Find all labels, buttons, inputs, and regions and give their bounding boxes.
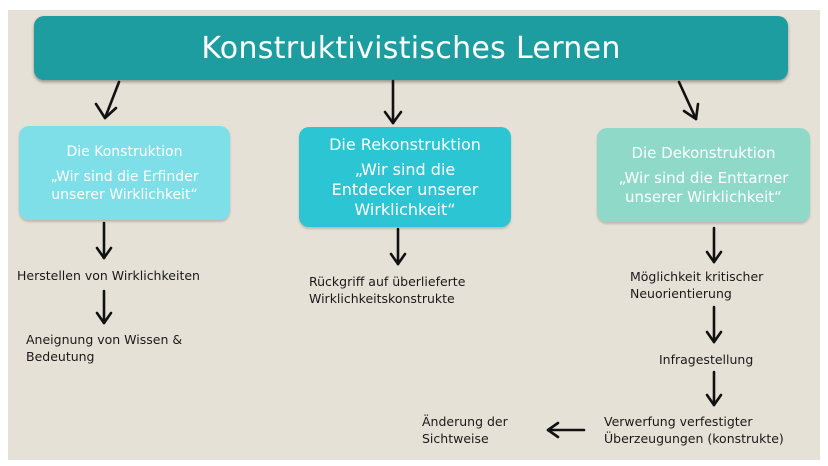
- slide-background: [8, 10, 820, 460]
- konstruktion-box: Die Konstruktion „Wir sind die Erfinder …: [19, 126, 230, 220]
- konstruktion-heading: Die Konstruktion: [66, 144, 183, 160]
- outcome-text: Änderung der Sichtweise: [422, 414, 508, 446]
- dekonstruktion-box: Die Dekonstruktion „Wir sind die Enttarn…: [597, 128, 810, 222]
- rekonstruktion-quote: „Wir sind die Entdecker unserer Wirklich…: [331, 160, 479, 219]
- rekonstruktion-step-1: Rückgriff auf überlieferte Wirklichkeits…: [309, 274, 466, 306]
- konstruktion-step-1: Herstellen von Wirklichkeiten: [17, 268, 200, 283]
- dekonstruktion-heading: Die Dekonstruktion: [631, 144, 776, 162]
- arrow-to-outcome: [546, 421, 586, 439]
- rekonstruktion-heading: Die Rekonstruktion: [329, 135, 481, 154]
- arrow-title-to-rekonstruktion: [383, 79, 403, 125]
- arrow-konstruktion-down-1: [95, 221, 113, 260]
- konstruktion-step-2: Aneignung von Wissen & Bedeutung: [26, 332, 183, 364]
- dekonstruktion-step-2: Infragestellung: [659, 352, 754, 367]
- diagram-title: Konstruktivistisches Lernen: [201, 30, 621, 66]
- arrow-title-to-konstruktion: [94, 80, 121, 120]
- arrow-konstruktion-down-2: [95, 289, 113, 325]
- arrow-dekonstruktion-down-1: [705, 226, 723, 264]
- arrow-title-to-dekonstruktion: [677, 80, 700, 121]
- dekonstruktion-step-3: Verwerfung verfestigter Überzeugungen (k…: [604, 414, 784, 446]
- arrow-rekonstruktion-down: [389, 227, 407, 266]
- dekonstruktion-quote: „Wir sind die Enttarner unserer Wirklich…: [618, 169, 789, 206]
- arrow-dekonstruktion-down-3: [705, 370, 723, 407]
- arrow-dekonstruktion-down-2: [705, 305, 723, 344]
- title-banner: Konstruktivistisches Lernen: [34, 16, 788, 80]
- dekonstruktion-step-1: Möglichkeit kritischer Neuorientierung: [630, 269, 764, 301]
- rekonstruktion-box: Die Rekonstruktion „Wir sind die Entdeck…: [299, 127, 511, 227]
- konstruktion-quote: „Wir sind die Erfinder unserer Wirklichk…: [50, 169, 199, 203]
